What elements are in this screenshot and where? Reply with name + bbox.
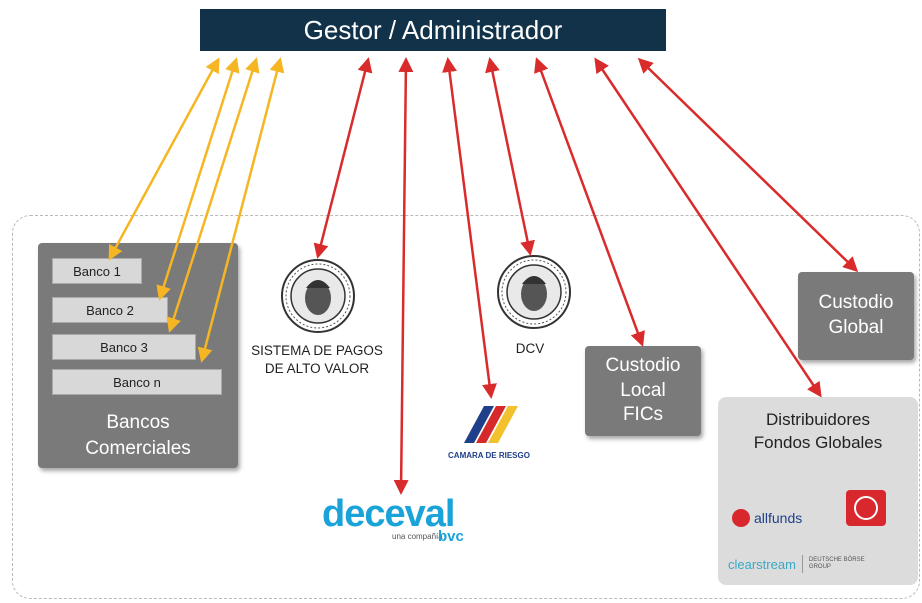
- deutsche-boerse-line2: GROUP: [808, 564, 831, 570]
- deutsche-boerse-line1: DEUTSCHE BÖRSE: [808, 556, 865, 563]
- distribuidores-line1: Distribuidores: [766, 410, 870, 429]
- banco-n-label: Banco n: [113, 374, 161, 390]
- custodio-local-line3: FICs: [622, 404, 664, 426]
- arrow-camara-riesgo: [442, 57, 497, 399]
- custodio-global-line2: Global: [828, 317, 884, 338]
- camara-riesgo-label: CAMARA DE RIESGO: [448, 451, 530, 460]
- arrow-sistema-pagos: [313, 57, 373, 259]
- distribuidores-line2: Fondos Globales: [753, 432, 883, 452]
- banco-3-label: Banco 3: [100, 339, 148, 355]
- camara-riesgo-logo: CAMARA DE RIESGO: [434, 398, 544, 464]
- banco-1-label: Banco 1: [73, 263, 121, 279]
- banco-2-label: Banco 2: [86, 302, 134, 318]
- banco-2: Banco 2: [52, 297, 168, 323]
- arrow-custodio-global: [637, 57, 859, 273]
- gestor-administrador-header: Gestor / Administrador: [200, 9, 666, 51]
- arrow-banco3: [166, 57, 260, 333]
- clearstream-text: clearstream: [728, 556, 796, 572]
- bvc-brand-text: bvc: [438, 528, 464, 545]
- header-title: Gestor / Administrador: [303, 14, 563, 45]
- bancos-title-line1: Bancos: [106, 412, 170, 433]
- deceval-sub-text: una compañía: [392, 532, 443, 541]
- deceval-logo: deceval una compañía bvc: [322, 494, 482, 554]
- allfunds-text: allfunds: [754, 510, 803, 526]
- arrow-banco-n: [197, 57, 285, 363]
- sistema-pagos-line2: DE ALTO VALOR: [264, 360, 370, 376]
- arrow-dcv: [485, 57, 535, 256]
- banrep-seal-icon: [281, 259, 355, 333]
- fund-red-logo-icon: [846, 490, 886, 526]
- allfunds-icon: [732, 509, 750, 527]
- bancos-comerciales-title: Bancos Comerciales: [38, 410, 238, 461]
- deceval-logo-text: deceval: [322, 493, 455, 535]
- camara-riesgo-stripes-icon: [464, 406, 518, 443]
- banco-3: Banco 3: [52, 334, 196, 360]
- banco-1: Banco 1: [52, 258, 142, 284]
- arrow-distribuidores: [594, 57, 822, 398]
- arrow-deceval: [393, 57, 414, 495]
- custodio-global-line1: Custodio: [818, 292, 894, 314]
- clearstream-logo: clearstream DEUTSCHE BÖRSE GROUP: [728, 555, 865, 573]
- bancos-title-line2: Comerciales: [85, 437, 191, 459]
- distribuidores-box: Distribuidores Fondos Globales allfunds …: [718, 397, 918, 585]
- banco-n: Banco n: [52, 369, 222, 395]
- allfunds-logo: allfunds: [732, 509, 802, 527]
- arrow-custodio-local: [534, 57, 645, 347]
